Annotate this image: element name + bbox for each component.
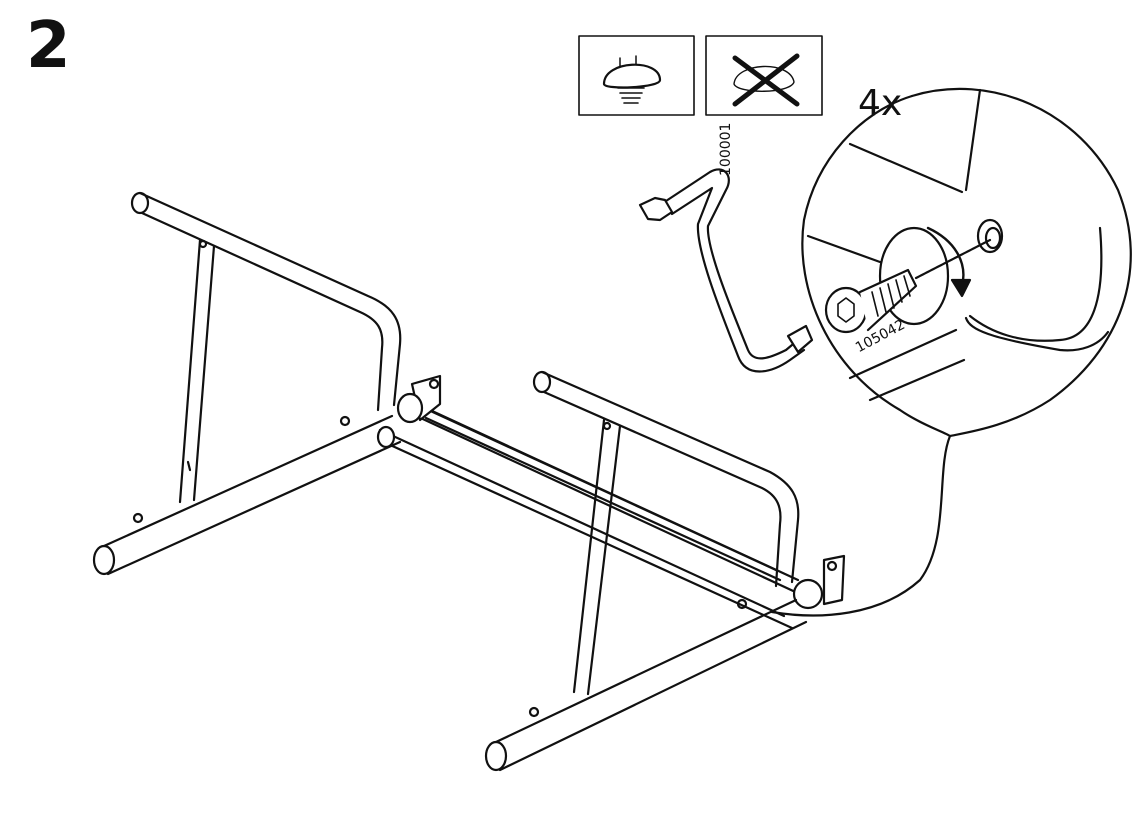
- step-number: 2: [26, 9, 71, 83]
- cross-rails: [376, 374, 846, 630]
- zoom-callout: [770, 87, 1132, 617]
- glide-ok-icon: [578, 35, 695, 116]
- allen-key-icon: [638, 168, 814, 373]
- right-leg-frame: [484, 370, 808, 772]
- glide-wrong-icon: [705, 35, 823, 116]
- left-leg-frame: [92, 191, 402, 576]
